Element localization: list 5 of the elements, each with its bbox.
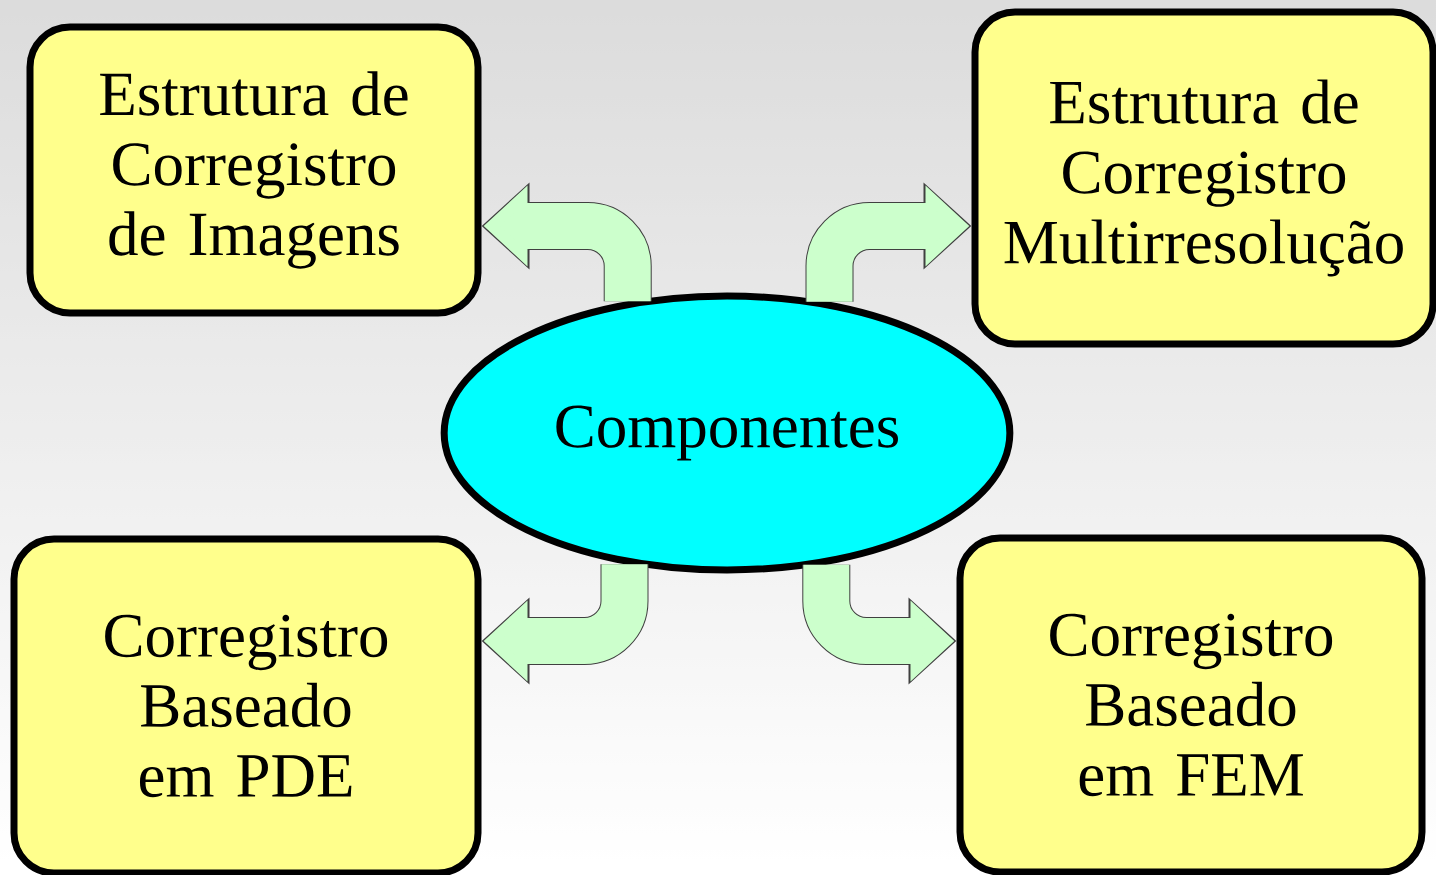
rounded-box: Estrutura de Corregistro Multirresolução (971, 8, 1436, 348)
rounded-box: Corregistro Baseado em PDE (10, 535, 482, 875)
rounded-box: Estrutura de Corregistro de Imagens (26, 23, 482, 317)
rounded-box: Corregistro Baseado em FEM (956, 534, 1426, 875)
ellipse-node: Componentes (440, 292, 1014, 574)
